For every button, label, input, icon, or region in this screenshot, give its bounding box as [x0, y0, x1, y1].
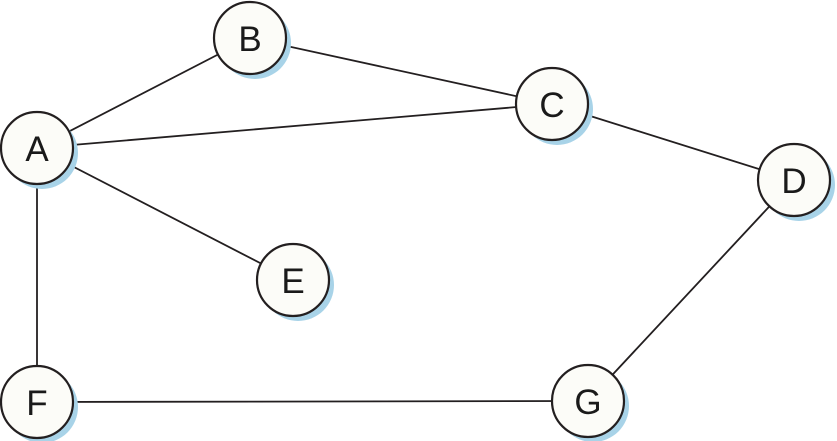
edge-D-G [587, 179, 795, 402]
node-C: C [514, 66, 593, 145]
node-circle-G [550, 363, 626, 439]
edge-F-G [36, 400, 589, 403]
node-circle-C [514, 66, 590, 142]
node-label-G: G [574, 383, 601, 422]
node-A: A [0, 110, 78, 189]
node-E: E [255, 242, 334, 321]
edge-A-C [36, 103, 553, 149]
edge-B-C [249, 37, 553, 105]
node-circle-A [0, 110, 75, 186]
edge-A-E [36, 147, 294, 281]
node-circle-D [756, 142, 832, 218]
node-label-A: A [25, 130, 49, 169]
node-circle-E [255, 242, 331, 318]
node-label-E: E [281, 262, 304, 301]
edge-A-B [36, 37, 251, 149]
node-G: G [550, 363, 629, 441]
node-D: D [756, 142, 835, 221]
node-circle-F [0, 364, 75, 440]
node-F: F [0, 364, 78, 441]
node-label-F: F [26, 384, 47, 423]
node-label-B: B [238, 20, 261, 59]
node-circle-B [212, 0, 288, 76]
node-label-C: C [539, 86, 564, 125]
node-B: B [212, 0, 291, 79]
node-label-D: D [781, 162, 806, 201]
edge-C-D [551, 103, 795, 181]
